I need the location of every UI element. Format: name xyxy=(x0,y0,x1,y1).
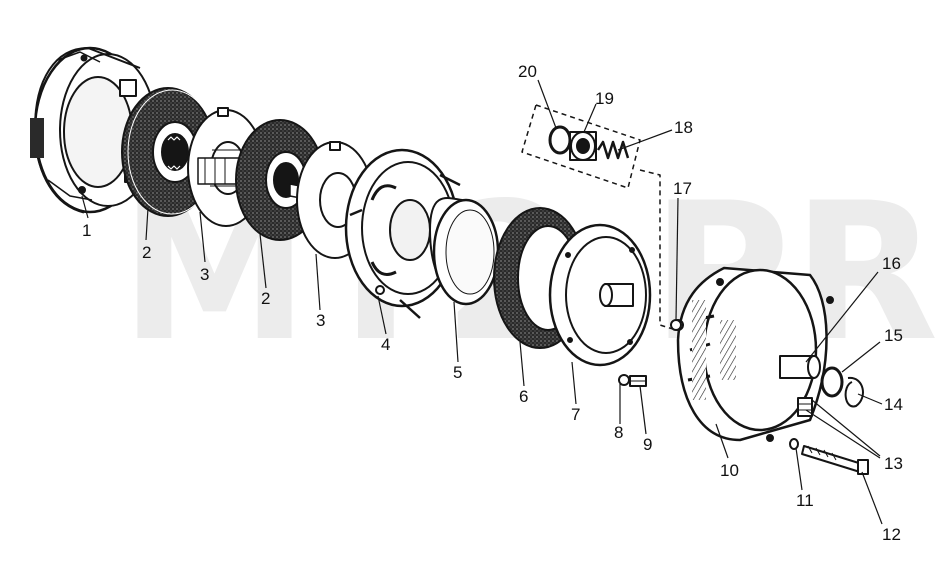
label-part-9: 9 xyxy=(643,435,653,454)
part-13-fitting xyxy=(797,397,813,417)
part-17-plug xyxy=(670,319,682,331)
part-7-cover-plate xyxy=(548,223,652,367)
part-5-piston xyxy=(429,197,500,306)
part-16-output-stub xyxy=(779,355,821,379)
label-part-2-second: 2 xyxy=(261,289,271,308)
label-part-19: 19 xyxy=(595,89,614,108)
label-part-11: 11 xyxy=(796,491,814,510)
valve-group-box xyxy=(521,104,677,331)
label-part-8: 8 xyxy=(614,423,624,442)
part-9-bolt xyxy=(629,375,647,387)
label-part-17: 17 xyxy=(673,179,692,198)
part-14-circlip xyxy=(844,376,864,408)
label-part-5: 5 xyxy=(453,363,463,382)
label-part-7: 7 xyxy=(571,405,581,424)
part-8-washer xyxy=(618,374,630,386)
leader-lines xyxy=(81,79,883,525)
label-part-6: 6 xyxy=(519,387,529,406)
label-part-3-second: 3 xyxy=(316,311,326,330)
label-part-12: 12 xyxy=(882,525,901,544)
label-part-15: 15 xyxy=(884,326,903,345)
label-part-18: 18 xyxy=(674,118,693,137)
label-part-16: 16 xyxy=(882,254,901,273)
part-18-spring xyxy=(596,140,630,160)
label-part-10: 10 xyxy=(720,461,739,480)
label-part-13: 13 xyxy=(884,454,903,473)
label-part-3: 3 xyxy=(200,265,210,284)
label-part-20: 20 xyxy=(518,62,537,81)
label-part-4: 4 xyxy=(381,335,391,354)
part-20-o-ring xyxy=(548,125,572,155)
label-part-1: 1 xyxy=(82,221,92,240)
part-12-long-bolt xyxy=(801,445,869,475)
label-part-2: 2 xyxy=(142,243,152,262)
label-part-14: 14 xyxy=(884,395,903,414)
part-15-seal-ring xyxy=(820,366,844,398)
part-19-valve-body xyxy=(569,131,597,161)
part-4-pressure-plate xyxy=(344,148,461,319)
part-11-washer xyxy=(789,438,799,450)
